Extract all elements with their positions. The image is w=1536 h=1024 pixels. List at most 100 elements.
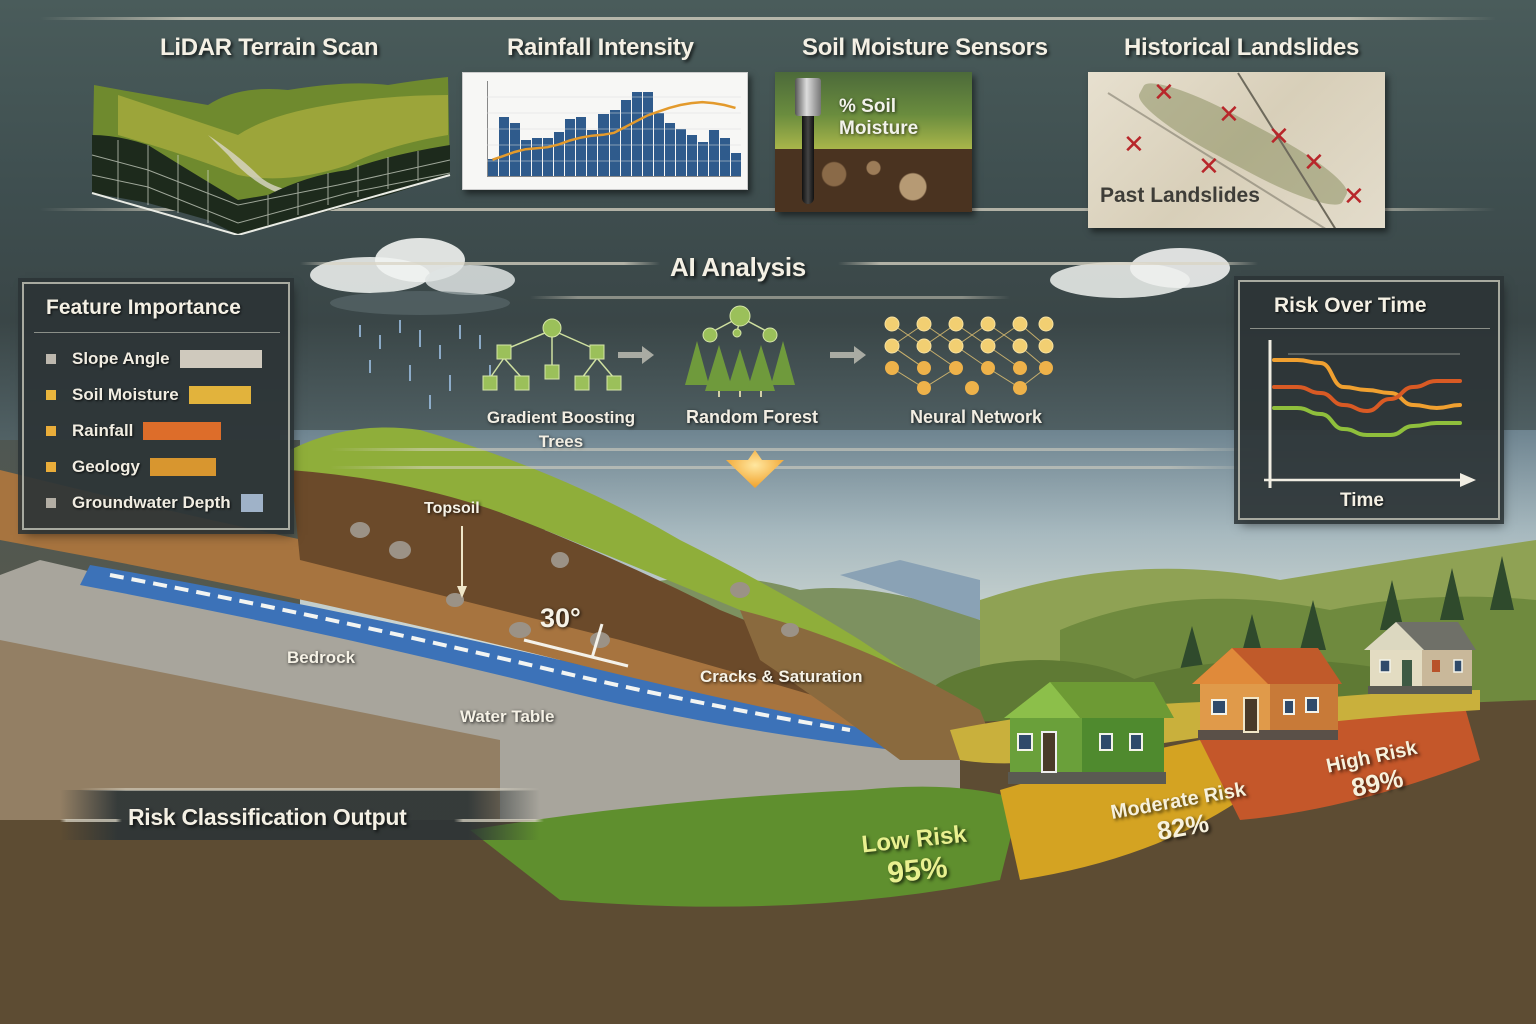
risk-output-band — [60, 790, 540, 840]
soil-sensors-title: Soil Moisture Sensors — [802, 34, 1048, 61]
lidar-terrain-icon — [91, 77, 451, 235]
slope-angle-label: 30° — [540, 603, 581, 633]
rainfall-bar — [488, 158, 499, 176]
feature-label: Slope Angle — [72, 349, 170, 368]
topsoil-label: Topsoil — [424, 500, 480, 517]
rainfall-bar — [675, 128, 686, 176]
arrow-right-icon — [618, 346, 654, 364]
risk-output-rule — [80, 788, 540, 791]
legend-swatch-icon — [46, 462, 56, 472]
rainfall-trend-line — [487, 96, 741, 162]
panel-divider — [34, 332, 280, 333]
landslide-marker-icon: ✕ — [1343, 182, 1365, 212]
landslide-marker-icon: ✕ — [1123, 130, 1145, 160]
landslide-marker-icon: ✕ — [1268, 122, 1290, 152]
feature-importance-bar — [150, 458, 217, 476]
rainfall-bar — [609, 109, 620, 176]
rainfall-bar — [697, 141, 708, 176]
risk-class-low: Low Risk 95% — [853, 820, 979, 894]
risk-output-rule — [454, 819, 544, 822]
rainfall-bar — [719, 138, 731, 176]
rainfall-bar — [664, 122, 675, 176]
top-divider — [40, 17, 1496, 20]
historical-landslides-map: ✕ ✕ ✕ ✕ ✕ ✕ ✕ Past Landslides — [1088, 72, 1385, 228]
decision-tree-icon — [482, 318, 622, 391]
legend-swatch-icon — [46, 390, 56, 400]
forest-ensemble-icon — [685, 305, 795, 397]
feature-importance-bar — [143, 422, 222, 440]
bedrock-label: Bedrock — [287, 648, 356, 667]
model-label-gradient-boosting-line2: Trees — [538, 432, 584, 451]
ai-analysis-rule — [530, 296, 1010, 299]
landslide-marker-icon: ✕ — [1198, 152, 1220, 182]
house-high-risk-icon — [1364, 622, 1476, 694]
feature-importance-row: Geology — [46, 456, 217, 478]
past-landslides-label: Past Landslides — [1100, 184, 1260, 207]
feature-importance-row: Soil Moisture — [46, 384, 251, 406]
soil-moisture-label: % Soil Moisture — [839, 96, 919, 139]
rainfall-bar — [587, 130, 598, 176]
topsoil-arrow-icon — [457, 526, 467, 598]
arrow-right-icon — [830, 346, 866, 364]
landslide-marker-icon: ✕ — [1153, 78, 1175, 108]
panel-divider — [1250, 328, 1490, 329]
rain-cloud — [310, 238, 515, 409]
rainfall-bar — [554, 132, 565, 176]
feature-label: Geology — [72, 457, 141, 476]
ai-analysis-rule — [300, 262, 660, 265]
soil-probe-rod — [802, 116, 814, 204]
time-axis-label: Time — [1340, 490, 1385, 511]
rainfall-bar — [543, 138, 554, 176]
risk-over-time-title: Risk Over Time — [1274, 294, 1427, 317]
neural-network-icon — [884, 316, 1054, 395]
top-row-divider — [40, 208, 1496, 211]
rainfall-bar — [653, 113, 664, 176]
feature-importance-row: Rainfall — [46, 420, 222, 442]
legend-swatch-icon — [46, 426, 56, 436]
merge-rule — [330, 448, 1260, 451]
water-table-label: Water Table — [460, 707, 555, 726]
legend-swatch-icon — [46, 498, 56, 508]
soil-moisture-card: % Soil Moisture — [775, 72, 972, 212]
landslide-marker-icon: ✕ — [1218, 100, 1240, 130]
cloud — [1050, 248, 1230, 298]
rainfall-bar — [521, 139, 532, 176]
feature-label: Rainfall — [72, 421, 134, 440]
feature-importance-bar — [240, 494, 263, 512]
rainfall-bar — [642, 92, 653, 176]
feature-importance-bar — [179, 350, 262, 368]
rainfall-bar — [620, 100, 631, 176]
house-low-risk-icon — [1004, 682, 1174, 784]
rainfall-bar — [686, 135, 697, 176]
slope-angle-marker-icon — [523, 623, 629, 668]
risk-output-rule — [60, 819, 122, 822]
risk-output-title: Risk Classification Output — [128, 804, 407, 830]
soil-probe-icon — [795, 78, 821, 116]
model-label-gradient-boosting: Gradient Boosting — [486, 408, 636, 427]
cracks-saturation-label: Cracks & Saturation — [700, 667, 863, 686]
landslide-marker-icon: ✕ — [1303, 148, 1325, 178]
merge-arrow-down-icon — [726, 450, 784, 488]
rainfall-chart — [462, 72, 748, 190]
historical-title: Historical Landslides — [1124, 34, 1360, 61]
merge-rule — [330, 466, 1260, 469]
house-moderate-risk-icon — [1192, 648, 1342, 740]
rainfall-bar — [565, 119, 576, 176]
feature-label: Soil Moisture — [72, 385, 179, 404]
ai-analysis-rule — [838, 262, 1258, 265]
feature-label: Groundwater Depth — [72, 493, 231, 512]
rainfall-bar — [631, 92, 642, 176]
risk-over-time-panel: Risk Over Time Time — [1238, 280, 1500, 520]
model-label-random-forest: Random Forest — [685, 407, 818, 427]
rainfall-bar — [708, 130, 719, 176]
rainfall-bar — [532, 138, 543, 176]
rainfall-plot-area — [487, 81, 742, 177]
feature-importance-title: Feature Importance — [46, 296, 241, 319]
lidar-title: LiDAR Terrain Scan — [160, 34, 379, 61]
ai-analysis-title: AI Analysis — [670, 252, 806, 282]
legend-swatch-icon — [46, 354, 56, 364]
rainfall-bar — [731, 153, 742, 176]
risk-over-time-chart — [1264, 340, 1476, 488]
rainfall-bar — [576, 117, 587, 176]
